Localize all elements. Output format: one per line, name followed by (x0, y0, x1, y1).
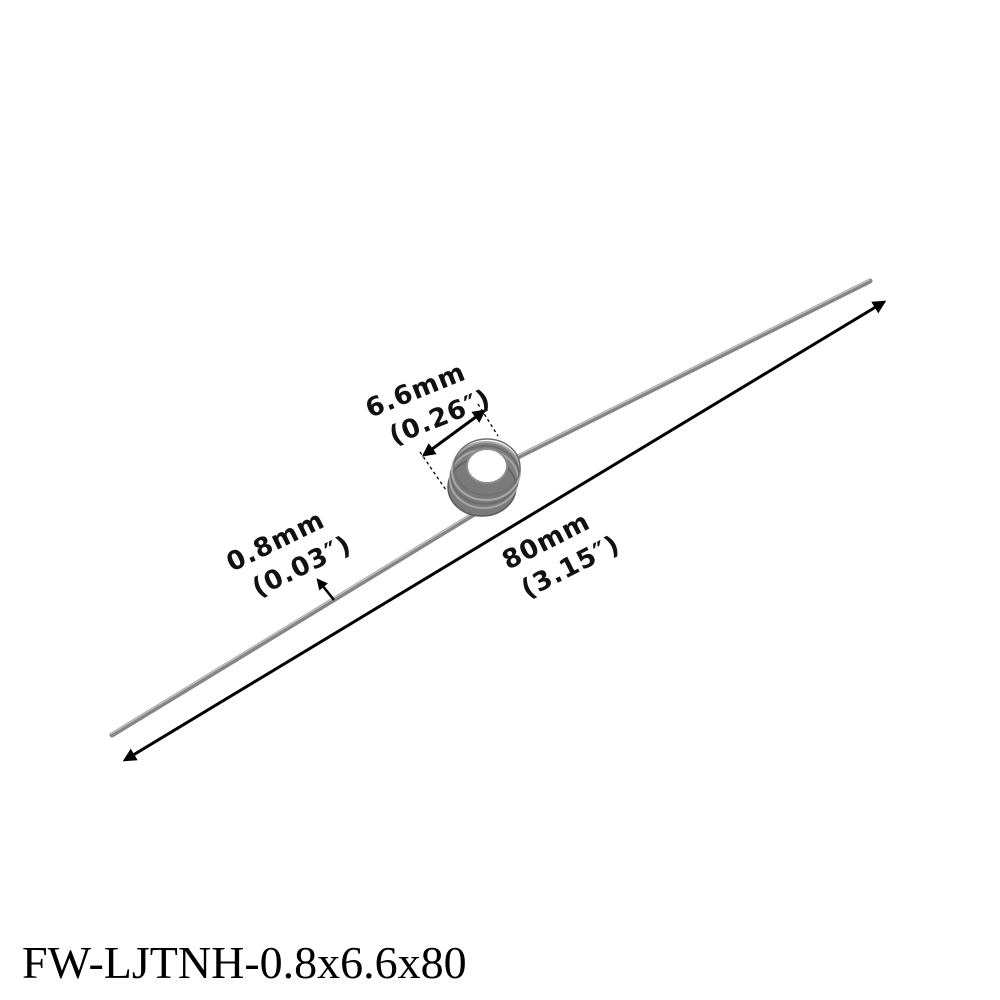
coil-diameter-arrow (421, 409, 487, 457)
wire-diameter-label: 0.8mm (0.03″) (222, 505, 357, 603)
length-arrow (122, 300, 887, 762)
length-label: 80mm (3.15″) (498, 507, 626, 605)
wire-diameter-arrow (316, 578, 335, 601)
spring-leg-upper (509, 278, 873, 463)
part-number-caption: FW-LJTNH-0.8x6.6x80 (22, 937, 467, 988)
torsion-spring (109, 278, 873, 738)
coil-diameter-dimension (419, 403, 499, 491)
spring-coil (447, 438, 521, 517)
